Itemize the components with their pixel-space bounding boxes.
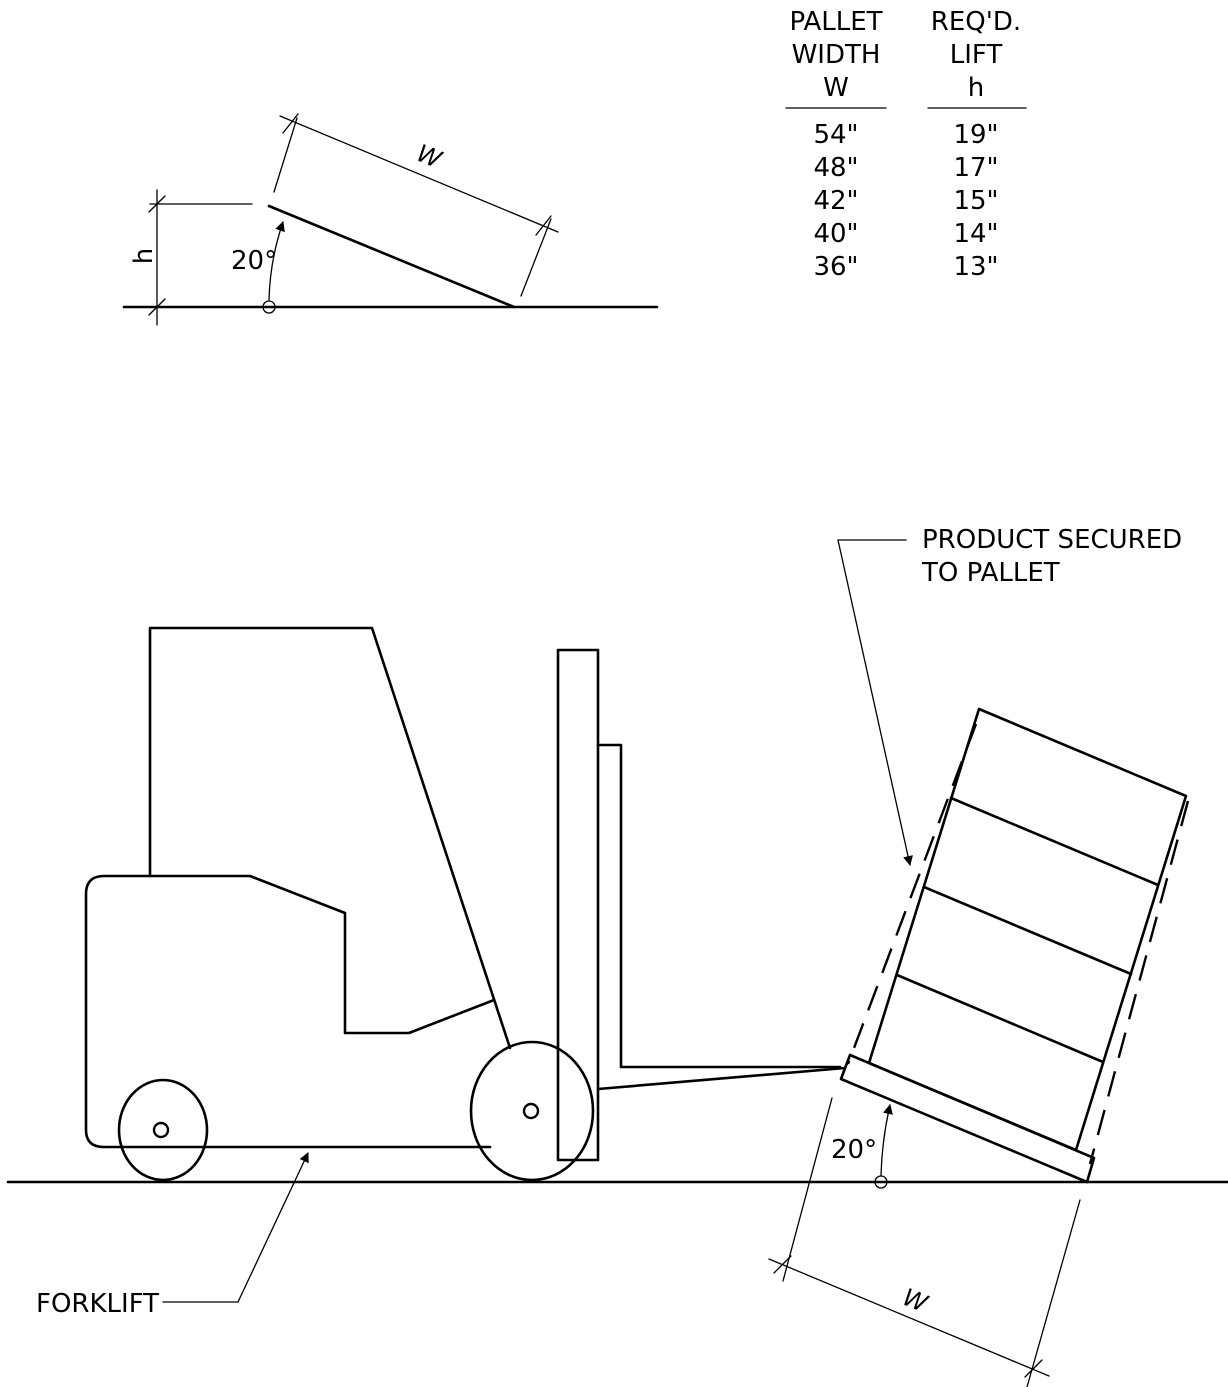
table-col1-header-line1: PALLET [789,7,882,37]
product-layer-line [895,973,1105,1064]
tilt-detail: h W 20° [122,113,659,326]
table-col1-header-line2: WIDTH [792,40,881,70]
table-col2-header-line1: REQ'D. [931,7,1021,37]
height-tick-top [148,195,166,213]
front-wheel [469,1040,595,1182]
forklift-cab [148,626,512,1050]
forklift-illustration: PRODUCT SECURED TO PALLET FORKLIFT 20° W [6,525,1228,1387]
main-width-dim-line [768,1258,1050,1377]
table-col1-header-line3: W [823,73,849,103]
product-note-line1: PRODUCT SECURED [922,525,1182,555]
main-width-tick-left [773,1255,792,1274]
angle-label: 20° [231,246,277,276]
table-col2-header-line2: LIFT [950,40,1003,70]
table-row-lift: 13" [953,252,998,282]
product-layer-line [949,796,1160,887]
angle-vertex-marker [262,300,276,314]
height-tick-bottom [148,298,166,316]
main-angle-vertex-marker [874,1175,888,1189]
width-ext-right [520,218,552,297]
product-note: PRODUCT SECURED TO PALLET [837,525,1182,866]
height-label: h [129,248,159,264]
product-layer-line [922,885,1133,976]
angle-arc [268,221,285,301]
forklift-leader [237,1152,309,1303]
forklift-fork [596,1066,847,1091]
width-tick-right [535,215,552,236]
width-tick-left [282,113,299,134]
product-note-leader [837,539,913,866]
securing-strap-right [1088,800,1190,1165]
table-row-lift: 19" [953,120,998,150]
table-row-lift: 15" [953,186,998,216]
table-row-width: 36" [813,252,858,282]
tilted-load [839,707,1190,1184]
detail-pallet-line [267,204,516,309]
table-row-lift: 14" [953,219,998,249]
main-width-label: W [899,1283,933,1318]
table-row-lift: 17" [953,153,998,183]
forklift-body [84,874,496,1149]
forklift-mast-rear [596,743,842,1069]
product-note-line2: TO PALLET [921,558,1060,588]
main-width-ext-left [782,1097,833,1282]
table-row-width: 40" [813,219,858,249]
width-ext-left [273,117,298,193]
main-angle-arc [880,1104,893,1176]
main-width-tick-right [1024,1359,1043,1378]
main-angle-label: 20° [831,1135,877,1165]
table-row-width: 48" [813,153,858,183]
main-angle: 20° [831,1104,893,1189]
table-col2-header-line3: h [968,73,984,103]
front-hub [522,1102,540,1120]
forklift-label: FORKLIFT [36,1289,159,1319]
table-row-width: 54" [813,120,858,150]
forklift [84,626,847,1182]
width-label: W [413,139,447,174]
pallet [839,1053,1096,1184]
width-dim-line [279,115,559,233]
rear-wheel [117,1078,209,1182]
securing-strap-left [846,723,978,1065]
main-width-dimension: W [768,1097,1081,1387]
rear-hub [152,1121,170,1139]
lift-table: PALLET WIDTH W REQ'D. LIFT h 54" 19" 48"… [785,7,1027,282]
forklift-mast-front [556,648,600,1162]
forklift-note: FORKLIFT [36,1152,309,1319]
product-stack [867,707,1188,1152]
main-width-ext-right [1026,1199,1081,1387]
table-row-width: 42" [813,186,858,216]
